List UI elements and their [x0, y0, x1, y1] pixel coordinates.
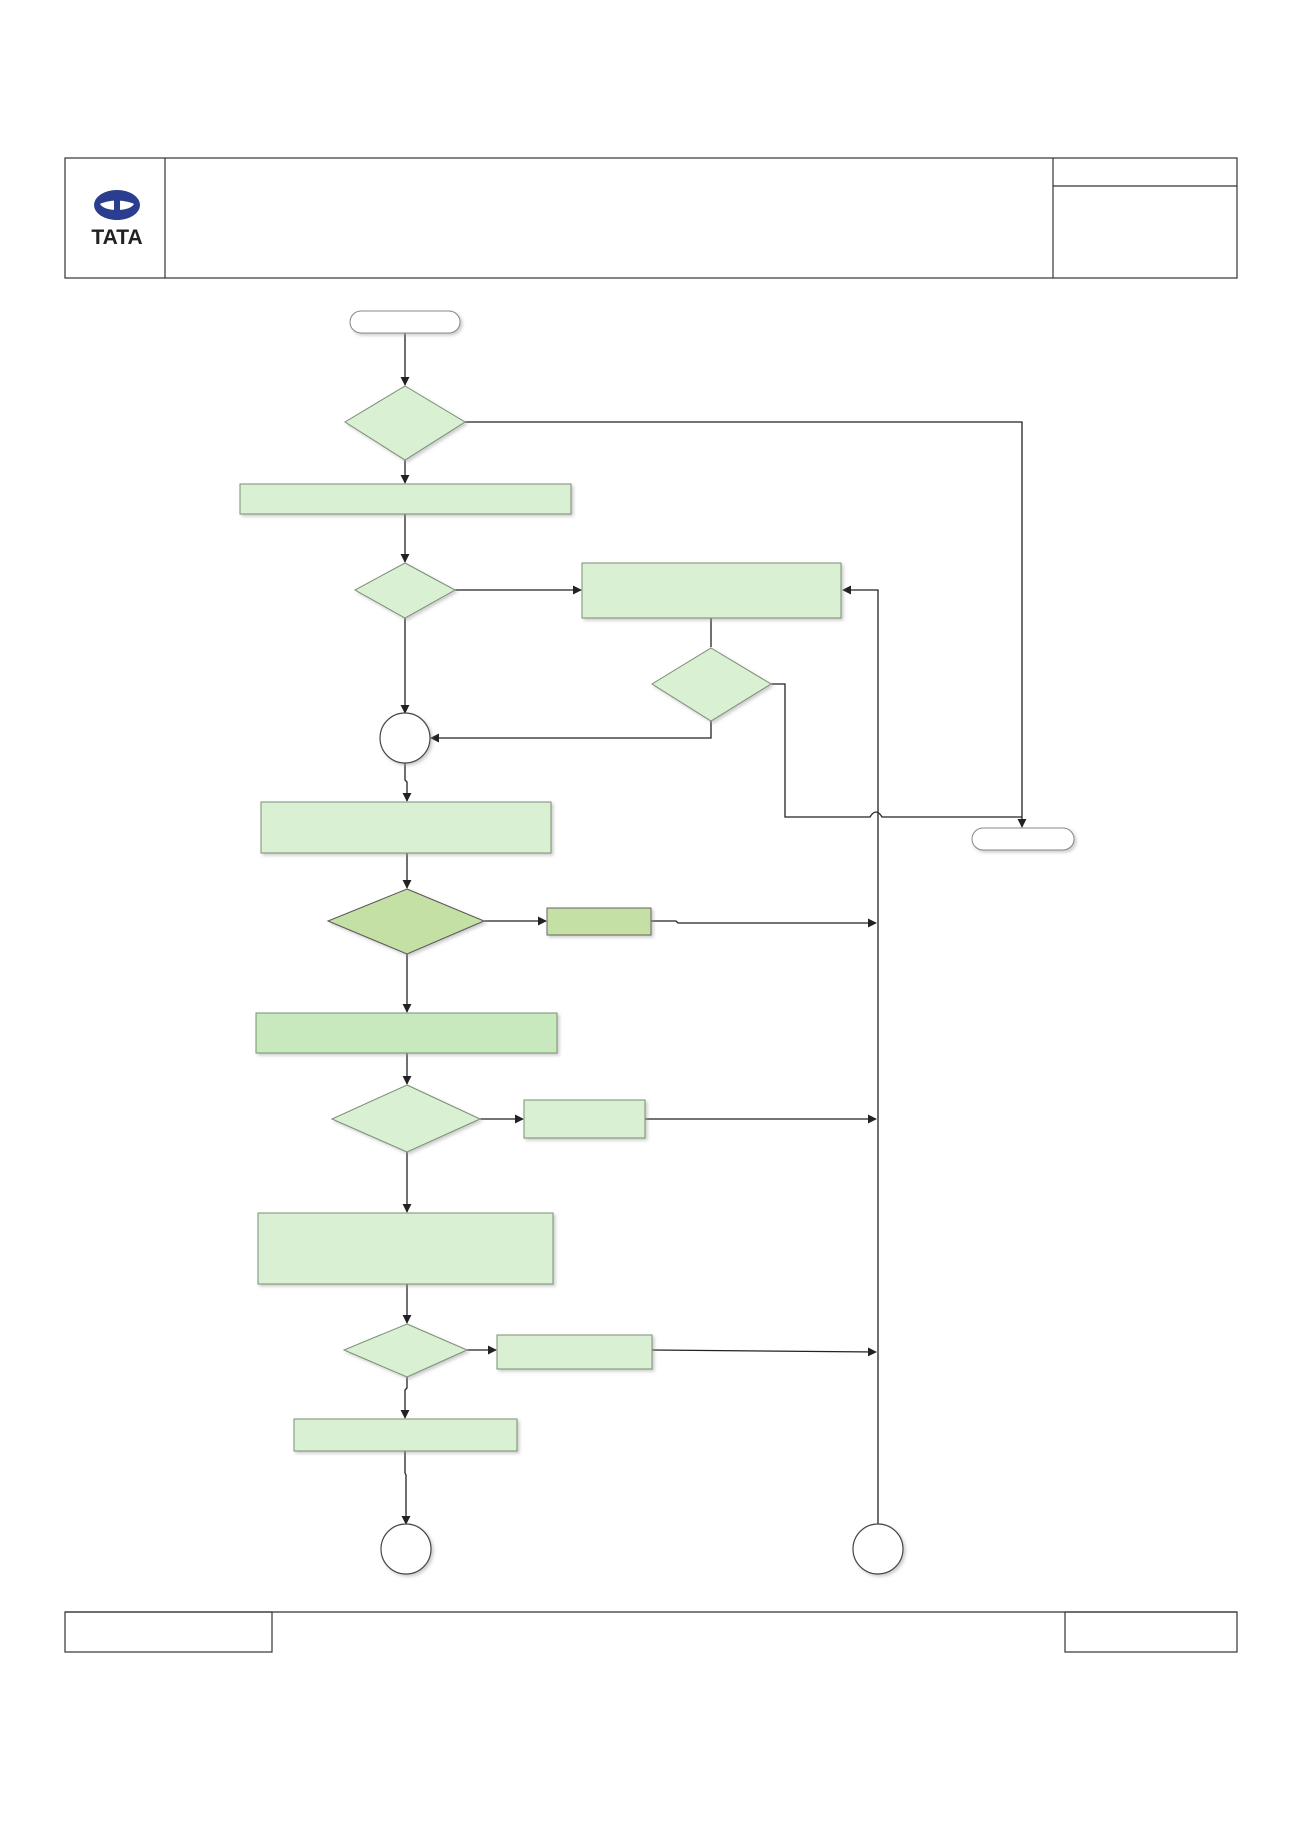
decision-2 — [353, 562, 457, 619]
decision-3 — [651, 647, 772, 722]
decision-5 — [330, 1084, 482, 1153]
decision-4 — [326, 888, 486, 955]
edge-d3-connector-a — [430, 721, 712, 743]
result-6 — [496, 1334, 653, 1370]
process-1 — [239, 483, 572, 515]
process-6 — [293, 1418, 518, 1452]
flow-nodes — [239, 310, 1075, 1575]
decision-1 — [344, 385, 466, 461]
logo-wordmark: TATA — [91, 226, 142, 249]
process-4 — [255, 1012, 558, 1054]
edge-d1-end — [465, 421, 1027, 828]
start-terminator — [349, 310, 461, 334]
edge-r4-return — [651, 918, 877, 928]
result-4 — [546, 907, 652, 936]
edge-connector-c-p2 — [842, 585, 879, 1524]
document-footer — [64, 1611, 1238, 1653]
flow-lines — [400, 333, 1027, 1525]
edge-p6-connector-b — [401, 1451, 411, 1525]
connector-a — [379, 712, 431, 764]
tata-logo-icon: TATA — [91, 190, 143, 249]
process-5 — [257, 1212, 554, 1285]
edge-d3-end — [771, 683, 1022, 818]
process-2 — [581, 562, 842, 619]
result-5 — [523, 1099, 646, 1139]
document-header: TATA — [64, 157, 1238, 279]
process-3 — [260, 801, 552, 854]
connector-b — [380, 1523, 432, 1575]
end-terminator — [971, 827, 1075, 851]
edge-d6-p6 — [400, 1377, 410, 1419]
decision-6 — [342, 1323, 469, 1378]
connector-c — [852, 1523, 904, 1575]
edge-r6-return — [651, 1347, 877, 1357]
edge-connector-a-p3 — [402, 761, 412, 802]
